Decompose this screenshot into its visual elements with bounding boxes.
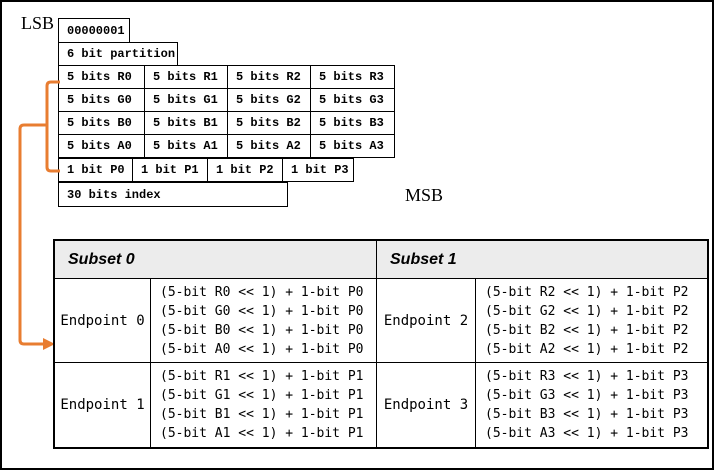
endpoint-0-label-cell: Endpoint 0 xyxy=(55,279,151,363)
bit-cell-r1: 5 bits R1 xyxy=(144,65,228,89)
bit-cell-r2: 5 bits R2 xyxy=(227,65,311,89)
table-header-subset-1: Subset 1 xyxy=(377,241,707,279)
formula-line: (5-bit B1 << 1) + 1-bit P1 xyxy=(160,407,364,422)
formula-line: (5-bit R0 << 1) + 1-bit P0 xyxy=(160,284,364,300)
mode-bits-box: 00000001 xyxy=(58,18,130,43)
bit-cell-b0: 5 bits B0 xyxy=(58,111,145,135)
bit-cell-r3: 5 bits R3 xyxy=(310,65,395,89)
bit-cell-p2: 1 bit P2 xyxy=(207,158,283,182)
endpoint-1-formula-cell: (5-bit R1 << 1) + 1-bit P1 (5-bit G1 << … xyxy=(151,363,377,447)
formula-line: (5-bit B3 << 1) + 1-bit P3 xyxy=(485,407,689,422)
formula-line: (5-bit A2 << 1) + 1-bit P2 xyxy=(485,341,689,357)
formula-line: (5-bit G1 << 1) + 1-bit P1 xyxy=(160,388,364,403)
bit-cell-p3: 1 bit P3 xyxy=(282,158,354,182)
endpoint-table: Subset 0 Subset 1 Endpoint 0 (5-bit R0 <… xyxy=(53,239,709,449)
bit-cell-a0: 5 bits A0 xyxy=(58,134,145,158)
endpoint-0-formula-cell: (5-bit R0 << 1) + 1-bit P0 (5-bit G0 << … xyxy=(151,279,377,363)
formula-line: (5-bit A0 << 1) + 1-bit P0 xyxy=(160,341,364,357)
bit-cell-r0: 5 bits R0 xyxy=(58,65,145,89)
bit-cell-b2: 5 bits B2 xyxy=(227,111,311,135)
formula-line: (5-bit R3 << 1) + 1-bit P3 xyxy=(485,369,689,384)
formula-line: (5-bit G0 << 1) + 1-bit P0 xyxy=(160,303,364,319)
bit-cell-b1: 5 bits B1 xyxy=(144,111,228,135)
formula-line: (5-bit A3 << 1) + 1-bit P3 xyxy=(485,426,689,441)
partition-bits-box: 6 bit partition xyxy=(58,42,178,66)
bit-cell-p0: 1 bit P0 xyxy=(58,158,133,182)
endpoint-3-formula-cell: (5-bit R3 << 1) + 1-bit P3 (5-bit G3 << … xyxy=(476,363,707,447)
msb-label: MSB xyxy=(405,185,444,205)
formula-line: (5-bit G3 << 1) + 1-bit P3 xyxy=(485,388,689,403)
bit-cell-g0: 5 bits G0 xyxy=(58,88,145,112)
index-bits-box: 30 bits index xyxy=(58,182,288,207)
formula-line: (5-bit R2 << 1) + 1-bit P2 xyxy=(485,284,689,300)
formula-line: (5-bit A1 << 1) + 1-bit P1 xyxy=(160,426,364,441)
bit-cell-g1: 5 bits G1 xyxy=(144,88,228,112)
table-header-subset-0: Subset 0 xyxy=(55,241,377,279)
bit-cell-p1: 1 bit P1 xyxy=(132,158,208,182)
bit-cell-g3: 5 bits G3 xyxy=(310,88,395,112)
endpoint-1-label-cell: Endpoint 1 xyxy=(55,363,151,447)
bit-cell-g2: 5 bits G2 xyxy=(227,88,311,112)
endpoint-3-label-cell: Endpoint 3 xyxy=(377,363,476,447)
endpoint-2-label-cell: Endpoint 2 xyxy=(377,279,476,363)
formula-line: (5-bit B2 << 1) + 1-bit P2 xyxy=(485,322,689,338)
formula-line: (5-bit B0 << 1) + 1-bit P0 xyxy=(160,322,364,338)
bit-cell-a1: 5 bits A1 xyxy=(144,134,228,158)
bit-cell-b3: 5 bits B3 xyxy=(310,111,395,135)
endpoint-2-formula-cell: (5-bit R2 << 1) + 1-bit P2 (5-bit G2 << … xyxy=(476,279,707,363)
formula-line: (5-bit G2 << 1) + 1-bit P2 xyxy=(485,303,689,319)
bit-cell-a2: 5 bits A2 xyxy=(227,134,311,158)
formula-line: (5-bit R1 << 1) + 1-bit P1 xyxy=(160,369,364,384)
lsb-label: LSB xyxy=(21,13,55,33)
bit-cell-a3: 5 bits A3 xyxy=(310,134,395,158)
